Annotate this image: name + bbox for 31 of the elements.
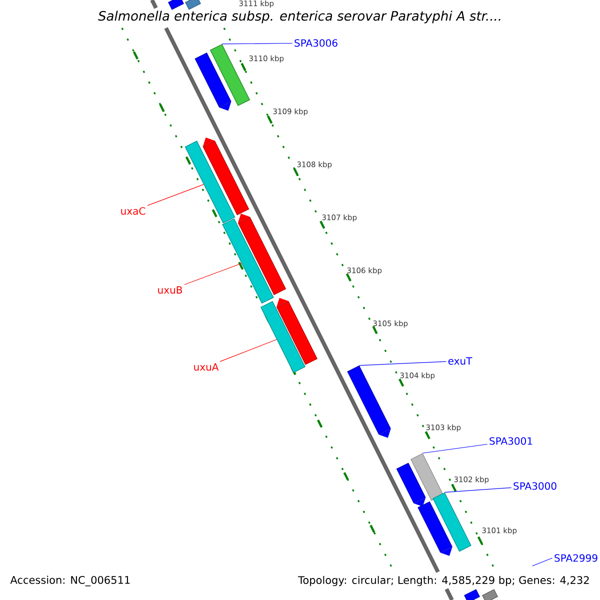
accession-text: Accession: NC_006511 (10, 576, 130, 586)
leader-line (422, 444, 488, 454)
gene-feature (396, 462, 426, 507)
gene-feature (202, 137, 250, 216)
gene-label: uxaC (121, 207, 146, 215)
gene-label: SPA3001 (490, 437, 532, 445)
leader-line (184, 263, 242, 285)
gene-feature (418, 501, 452, 556)
gene-label: SPA3006 (294, 39, 338, 47)
gene-label: uxuB (158, 286, 182, 294)
gene-feature (194, 52, 232, 111)
gene-feature (432, 492, 472, 552)
title: Salmonella enterica subsp. enterica serovar Paratyphi A str.... (98, 10, 500, 24)
gene-label: uxuA (194, 363, 219, 371)
leader-line (220, 339, 277, 362)
leader-line (444, 487, 512, 493)
leader-line (532, 558, 553, 566)
gene-label: SPA2999 (554, 554, 598, 562)
gene-feature (347, 365, 391, 438)
gene-feature (222, 218, 274, 304)
leader-line (359, 361, 446, 366)
gene-feature (185, 0, 201, 10)
leader-line (222, 42, 293, 44)
leader-line (147, 184, 204, 206)
gene-label: exuT (448, 357, 472, 365)
summary-text: Topology: circular; Length: 4,585,229 bp; Genes: 4,232 (298, 576, 589, 586)
gene-feature (464, 589, 480, 600)
gene-feature (184, 140, 236, 224)
gene-feature (168, 0, 184, 10)
gene-feature (410, 453, 444, 501)
gene-label: SPA3000 (514, 482, 556, 490)
